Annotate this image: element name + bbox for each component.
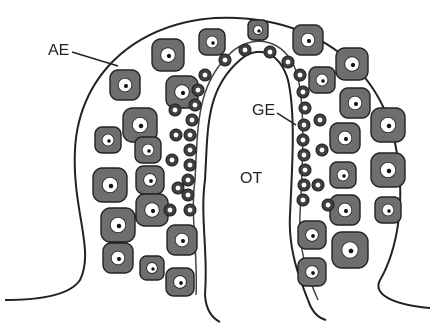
cell-nucleolus (107, 139, 110, 142)
ge-cell-nucleus (190, 118, 195, 123)
cell-nucleolus (181, 239, 185, 243)
ge-cell-nucleus (186, 178, 191, 183)
cell-nucleolus (354, 102, 358, 106)
cell-nucleolus (211, 41, 214, 44)
ge-cell-nucleus (188, 133, 193, 138)
ge-cell-nucleus (303, 168, 308, 173)
ge-cell-nucleus (286, 60, 291, 65)
cell-nucleolus (344, 137, 348, 141)
ge-cell-layer (164, 44, 334, 216)
ge-cell-nucleus (188, 208, 193, 213)
label-ot: OT (240, 170, 262, 187)
ge-cell-nucleus (302, 123, 307, 128)
cell-nucleolus (321, 79, 324, 82)
cell-nucleolus (387, 169, 391, 173)
cell-nucleolus (179, 281, 183, 285)
cell-nucleolus (117, 224, 121, 228)
ge-cell-nucleus (318, 118, 323, 123)
ge-cell-nucleus (268, 50, 273, 55)
cell-nucleolus (349, 249, 354, 254)
ge-cell-nucleus (302, 183, 307, 188)
cell-nucleolus (117, 257, 121, 261)
ge-cell-nucleus (301, 138, 306, 143)
cell-nucleolus (351, 63, 355, 67)
ge-cell-nucleus (301, 90, 306, 95)
ge-cell-nucleus (168, 208, 173, 213)
ge-cell-nucleus (326, 203, 331, 208)
cell-nucleolus (257, 29, 260, 32)
ge-cell-nucleus (170, 158, 175, 163)
base-fold-left (205, 295, 220, 322)
ge-cell-nucleus (301, 198, 306, 203)
cell-nucleolus (124, 84, 128, 88)
base-fold-right (308, 300, 326, 320)
cell-nucleolus (151, 267, 154, 270)
cell-nucleolus (151, 209, 155, 213)
cell-nucleolus (342, 174, 345, 177)
ge-cell-nucleus (174, 133, 179, 138)
ge-cell-nucleus (186, 193, 191, 198)
ge-cell-nucleus (243, 48, 248, 53)
cell-nucleolus (167, 54, 171, 58)
ge-cell-nucleus (188, 163, 193, 168)
ge-cell-nucleus (173, 108, 178, 113)
ge-cell-nucleus (302, 153, 307, 158)
ge-cell-nucleus (298, 73, 303, 78)
cell-nucleolus (109, 184, 113, 188)
ge-cell-nucleus (196, 88, 201, 93)
cell-nucleolus (387, 124, 391, 128)
label-ae: AE (48, 42, 69, 59)
ge-cell-nucleus (223, 58, 228, 63)
cell-nucleolus (307, 39, 311, 43)
ge-cell-nucleus (316, 183, 321, 188)
label-ge: GE (252, 102, 275, 119)
cell-nucleolus (149, 179, 153, 183)
cell-layer (93, 20, 405, 296)
cell-nucleolus (311, 271, 315, 275)
cell-nucleolus (147, 149, 150, 152)
pointer-ae (72, 52, 118, 66)
cell-nucleolus (344, 209, 348, 213)
cell-nucleolus (139, 124, 143, 128)
ge-cell-nucleus (176, 186, 181, 191)
cell-nucleolus (387, 209, 390, 212)
cell-nucleolus (181, 91, 185, 95)
ge-cell-nucleus (320, 148, 325, 153)
ge-cell-nucleus (188, 148, 193, 153)
ge-cell-nucleus (303, 106, 308, 111)
ge-cell-nucleus (193, 103, 198, 108)
ge-cell-nucleus (203, 73, 208, 78)
cell-nucleolus (311, 234, 315, 238)
